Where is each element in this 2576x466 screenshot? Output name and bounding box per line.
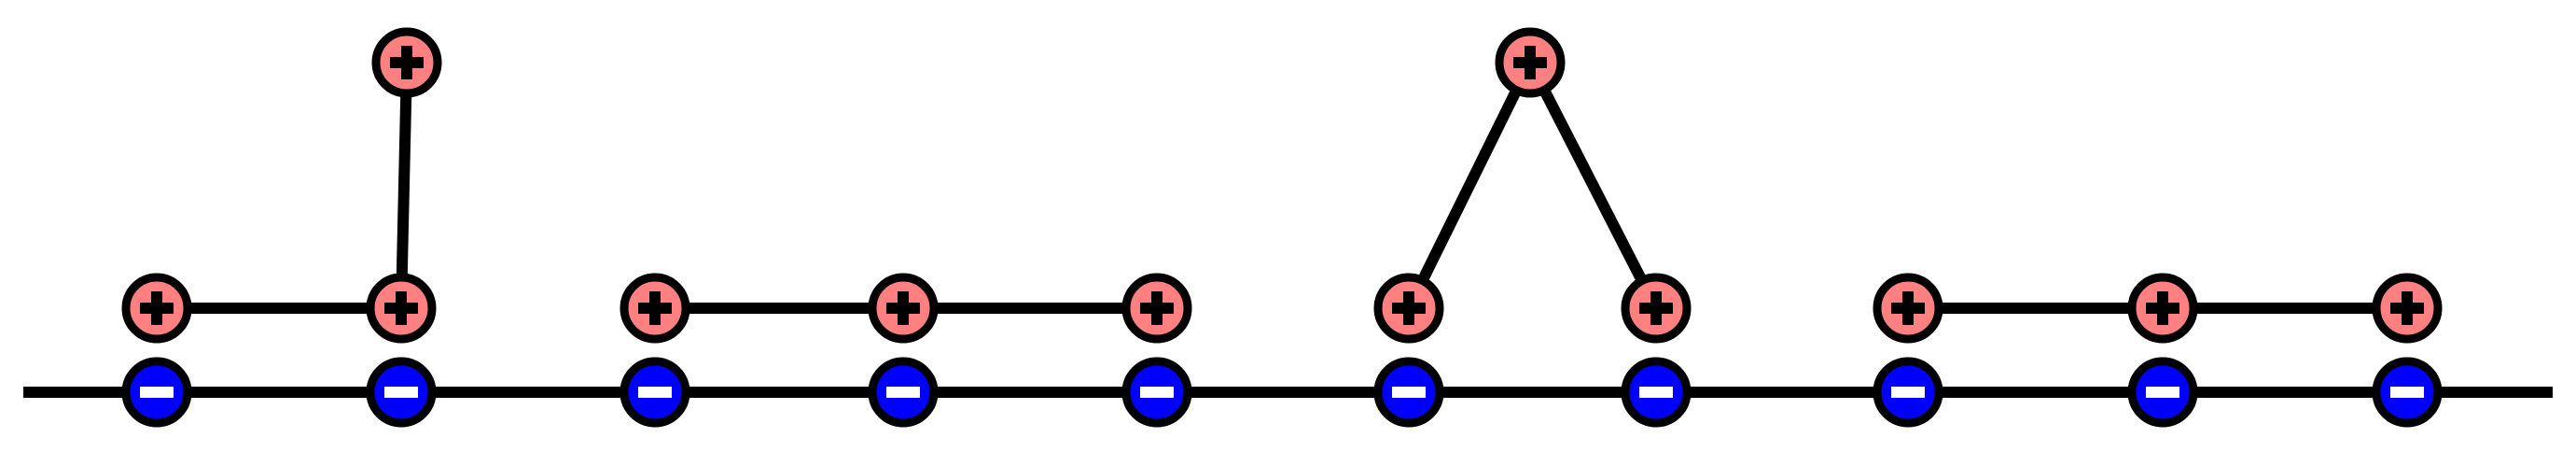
node-negative-minus[interactable]	[2372, 357, 2443, 428]
edge-vertical-pendant-1	[396, 62, 412, 309]
node-negative-minus[interactable]	[1373, 357, 1444, 428]
node-positive-plus[interactable]	[2372, 273, 2443, 344]
node-negative-minus[interactable]	[366, 357, 437, 428]
node-negative-minus[interactable]	[620, 357, 690, 428]
node-positive-plus[interactable]	[1495, 27, 1566, 98]
node-layer	[121, 27, 2443, 428]
edge-diagonal-right-5	[1525, 60, 1662, 311]
node-positive-plus[interactable]	[620, 273, 690, 344]
node-positive-plus[interactable]	[1373, 273, 1444, 344]
node-positive-plus[interactable]	[2127, 273, 2198, 344]
node-positive-plus[interactable]	[121, 273, 192, 344]
node-negative-minus[interactable]	[1873, 357, 1943, 428]
node-positive-plus[interactable]	[868, 273, 939, 344]
node-negative-minus[interactable]	[1621, 357, 1692, 428]
edge-diagonal-left-4	[1403, 60, 1536, 311]
node-negative-minus[interactable]	[868, 357, 939, 428]
node-positive-plus[interactable]	[1621, 273, 1692, 344]
node-negative-minus[interactable]	[121, 357, 192, 428]
node-positive-plus[interactable]	[1873, 273, 1943, 344]
node-positive-plus[interactable]	[1121, 273, 1192, 344]
node-positive-plus[interactable]	[366, 273, 437, 344]
node-negative-minus[interactable]	[2127, 357, 2198, 428]
node-negative-minus[interactable]	[1121, 357, 1192, 428]
node-positive-plus[interactable]	[371, 27, 442, 98]
